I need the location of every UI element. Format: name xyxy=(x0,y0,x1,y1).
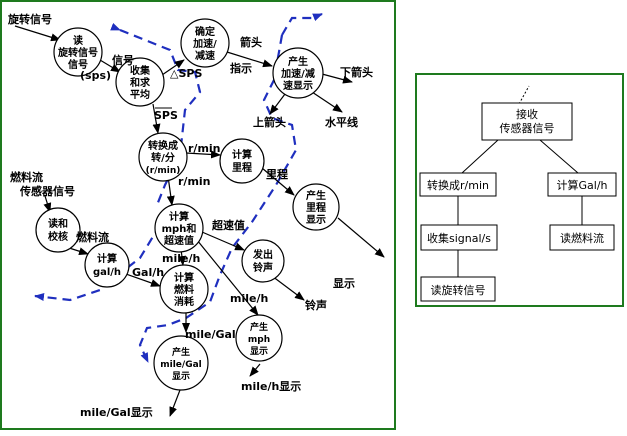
box-collect-text: 收集signal/s xyxy=(427,231,491,245)
label-delta-sps: △SPS xyxy=(170,67,202,80)
connector-dotted-top xyxy=(518,85,530,105)
label-bell: 铃声 xyxy=(305,298,327,312)
connector-root-convert xyxy=(461,139,499,174)
label-rotation-input: 旋转信号 xyxy=(7,12,52,26)
label-mile-h-2: mile/h xyxy=(230,292,268,305)
label-mph-display: mile/h显示 xyxy=(241,380,301,393)
dashed-line-right xyxy=(281,12,323,36)
box-convert xyxy=(419,172,497,197)
label-arrow: 箭头 xyxy=(240,35,262,49)
label-signal-overlap: 信号 xyxy=(112,53,134,67)
arrow-read-to-collect xyxy=(99,59,121,73)
arrow-confirm-to-arrowgen xyxy=(226,51,273,68)
node-alarm xyxy=(241,239,285,283)
arrow-mph-to-alarm xyxy=(201,231,245,251)
node-calc-mileage xyxy=(219,138,265,184)
arrow-input-rotation xyxy=(14,25,61,42)
structure-boxes xyxy=(419,102,617,302)
box-gal-text: 计算Gal/h xyxy=(557,178,608,192)
box-read-rotation-text: 读旋转信号 xyxy=(431,283,486,297)
label-indicate: 指示 xyxy=(230,61,252,75)
node-calc-mph xyxy=(154,203,204,253)
node-fuel-consumption xyxy=(159,264,209,314)
box-read-fuel xyxy=(549,224,615,251)
node-calc-mileage-text: 计算里程 xyxy=(232,148,252,174)
flow-arrows xyxy=(14,25,385,417)
label-sps: (sps) xyxy=(80,69,111,82)
node-collect-average-text: 收集和求平均 xyxy=(129,64,151,101)
label-fuel-input-2: 传感器信号 xyxy=(19,184,75,198)
arrow-collect-to-convert xyxy=(152,103,161,134)
node-collect-average xyxy=(115,57,165,107)
label-gal-h: Gal/h xyxy=(132,266,164,279)
node-calc-galh xyxy=(84,242,130,288)
arrow-mileage-to-disp xyxy=(261,167,295,196)
label-up-arrow: 上箭头 xyxy=(253,115,286,129)
node-fuel-consumption-text: 计算燃料消耗 xyxy=(174,271,194,308)
arrow-out-down xyxy=(321,73,353,84)
label-fuel-flow: 燃料流 xyxy=(75,230,109,244)
arrow-out-horizontal xyxy=(311,91,343,113)
node-convert-rpm-text: 转换成转/分(r/min) xyxy=(146,139,181,176)
node-arrow-display-text: 产生加速/减速显示 xyxy=(280,55,315,92)
connector-root-gal xyxy=(539,139,579,174)
node-read-check xyxy=(35,207,81,253)
arrow-convert-to-mileage xyxy=(185,150,221,159)
box-read-rotation xyxy=(420,276,496,302)
box-root xyxy=(481,102,573,141)
left-panel-frame xyxy=(0,0,396,430)
node-convert-rpm xyxy=(138,132,188,182)
label-rmin-1: r/min xyxy=(188,142,221,155)
node-read-rotation xyxy=(53,27,103,77)
node-mileage-display-text: 产生里程显示 xyxy=(306,189,326,226)
label-fuel-input-1: 燃料流 xyxy=(9,170,43,184)
label-mile-h-1: mile/h xyxy=(162,252,200,265)
label-sps-bar: SPS xyxy=(154,109,178,122)
dashed-line-upper xyxy=(110,22,202,206)
arrow-mph-to-mphdisp xyxy=(196,239,259,316)
node-mileage-display xyxy=(292,183,340,231)
structure-connectors xyxy=(457,85,583,277)
box-root-text: 接收传感器信号 xyxy=(500,107,555,135)
arrow-mileage-out xyxy=(337,217,385,258)
label-mile-gal: mile/Gal xyxy=(185,328,236,341)
arrow-mphdisp-out xyxy=(249,363,261,377)
box-read-fuel-text: 读燃料流 xyxy=(560,231,604,245)
arrow-galh-to-fuel xyxy=(125,273,161,287)
flow-labels: 旋转信号 信号 (sps) △SPS 箭头 指示 下箭头 上箭头 水平线 SPS… xyxy=(7,12,373,419)
arrow-alarm-out xyxy=(271,275,305,301)
node-texts: 读旋转信号信号 收集和求平均 确定加速/减速 产生加速/减速显示 转换成转/分(… xyxy=(48,25,326,382)
right-panel-frame xyxy=(415,73,624,307)
label-mpg-display: mile/Gal显示 xyxy=(80,406,153,419)
node-mph-display xyxy=(235,314,283,362)
node-confirm-accel-text: 确定加速/减速 xyxy=(192,25,217,62)
label-mileage-flow: 里程 xyxy=(266,167,288,181)
structure-texts: 接收传感器信号 转换成r/min 计算Gal/h 收集signal/s 读燃料流… xyxy=(427,107,608,297)
label-rmin-2: r/min xyxy=(178,175,211,188)
node-mpg-display xyxy=(153,335,209,391)
label-horizontal-line: 水平线 xyxy=(325,115,358,129)
process-nodes xyxy=(35,18,340,391)
box-convert-text: 转换成r/min xyxy=(427,178,489,192)
node-alarm-text: 发出铃声 xyxy=(252,248,273,274)
box-gal xyxy=(547,172,617,197)
node-read-rotation-text: 读旋转信号信号 xyxy=(57,34,98,71)
node-confirm-accel xyxy=(180,18,230,68)
dashed-line-middle xyxy=(138,34,298,363)
arrow-collect-to-confirm xyxy=(161,59,185,76)
node-arrow-display xyxy=(272,47,324,99)
label-overspeed: 超速值 xyxy=(211,218,245,232)
arrow-mpgdisp-out xyxy=(169,389,181,417)
label-down-arrow: 下箭头 xyxy=(340,65,373,79)
label-display: 显示 xyxy=(333,277,355,290)
node-read-check-text: 读和校核 xyxy=(48,217,68,243)
box-collect xyxy=(420,224,498,251)
